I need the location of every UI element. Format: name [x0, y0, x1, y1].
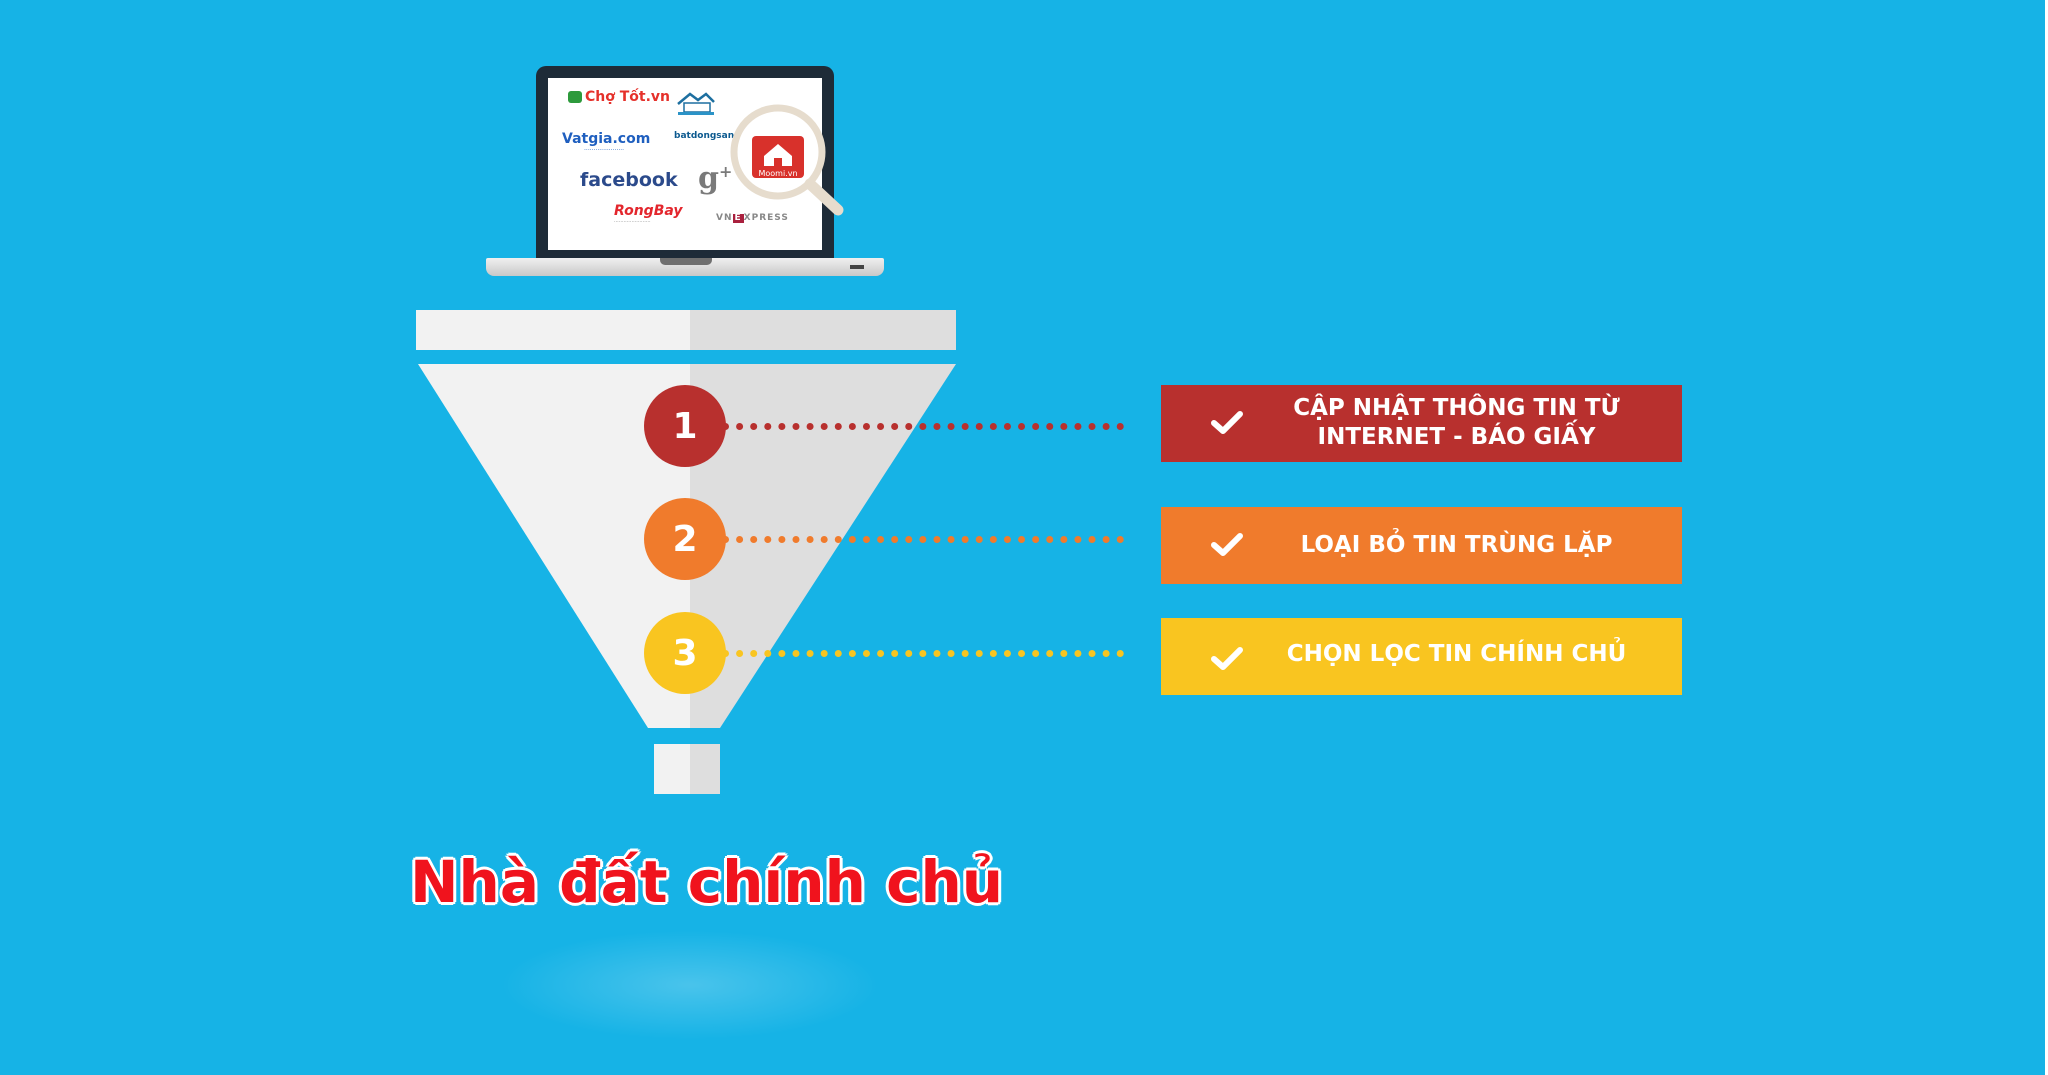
- facebook-logo: facebook: [580, 171, 678, 190]
- moomi-logo-text: Moomi.vn: [758, 169, 797, 178]
- vatgia-tagline: ·····················: [584, 147, 625, 154]
- magnifier-icon: Moomi.vn: [730, 104, 844, 216]
- step-3-label-line1: CHỌN LỌC TIN CHÍNH CHỦ: [1286, 641, 1627, 667]
- step-3-connector: [722, 650, 1124, 657]
- step-3-number: 3: [672, 632, 698, 674]
- step-1-label-line1: CẬP NHẬT THÔNG TIN TỪ: [1293, 395, 1620, 421]
- vnexpress-c: XPRESS: [743, 213, 789, 223]
- rongbay-logo-text: RongBay: [614, 203, 683, 219]
- google-plus-logo: g+: [698, 164, 732, 194]
- chotot-mark-icon: [568, 91, 582, 103]
- check-icon: [1211, 411, 1243, 434]
- rongbay-logo: RongBay·······················: [614, 204, 683, 225]
- rongbay-tagline: ·······················: [614, 219, 651, 225]
- facebook-logo-text: facebook: [580, 169, 678, 191]
- batdongsan-logo: batdongsan: [674, 132, 734, 141]
- caption-title: Nhà đất chính chủ: [410, 848, 1004, 916]
- funnel-rim-right: [690, 310, 956, 350]
- laptop-base: [486, 258, 884, 276]
- step-3-box: CHỌN LỌC TIN CHÍNH CHỦ: [1161, 618, 1682, 695]
- funnel-spout-right: [690, 744, 720, 794]
- step-1-number: 1: [672, 405, 698, 447]
- check-icon: [1211, 647, 1243, 670]
- funnel-rim-left: [416, 310, 690, 350]
- step-3-circle: 3: [644, 612, 726, 694]
- step-2-number: 2: [672, 518, 698, 560]
- gplus-plus: +: [718, 162, 733, 181]
- step-2-label: LOẠI BỎ TIN TRÙNG LẶP: [1251, 531, 1662, 560]
- step-2-connector: [722, 536, 1124, 543]
- vnexpress-a: VN: [716, 213, 733, 223]
- chotot-logo-text: Chợ Tốt.vn: [585, 89, 671, 105]
- step-1-box: CẬP NHẬT THÔNG TIN TỪ INTERNET - BÁO GIẤ…: [1161, 385, 1682, 462]
- chotot-logo: Chợ Tốt.vn: [568, 90, 670, 104]
- step-3-label: CHỌN LỌC TIN CHÍNH CHỦ: [1251, 640, 1662, 669]
- funnel: [416, 310, 956, 794]
- step-2-label-line1: LOẠI BỎ TIN TRÙNG LẶP: [1300, 532, 1613, 558]
- funnel-spout-left: [654, 744, 690, 794]
- funnel-cone-left: [418, 364, 690, 728]
- vatgia-logo-text: Vatgia.com: [562, 131, 651, 147]
- check-icon: [1211, 533, 1243, 556]
- step-1-connector: [722, 423, 1124, 430]
- step-1-label-line2: INTERNET - BÁO GIẤY: [1317, 424, 1596, 450]
- background-glow: [500, 930, 880, 1040]
- vatgia-logo: Vatgia.com·····················: [562, 132, 650, 154]
- step-2-circle: 2: [644, 498, 726, 580]
- funnel-cone-right: [690, 364, 956, 728]
- step-1-label: CẬP NHẬT THÔNG TIN TỪ INTERNET - BÁO GIẤ…: [1251, 394, 1662, 452]
- step-2-box: LOẠI BỎ TIN TRÙNG LẶP: [1161, 507, 1682, 584]
- house-logo-icon: [677, 92, 715, 115]
- laptop-indicator: [850, 265, 864, 269]
- step-1-circle: 1: [644, 385, 726, 467]
- laptop-notch: [660, 258, 712, 265]
- gplus-letter: g: [698, 161, 719, 196]
- vnexpress-e: E: [732, 213, 744, 223]
- batdongsan-logo-text: batdongsan: [674, 131, 735, 141]
